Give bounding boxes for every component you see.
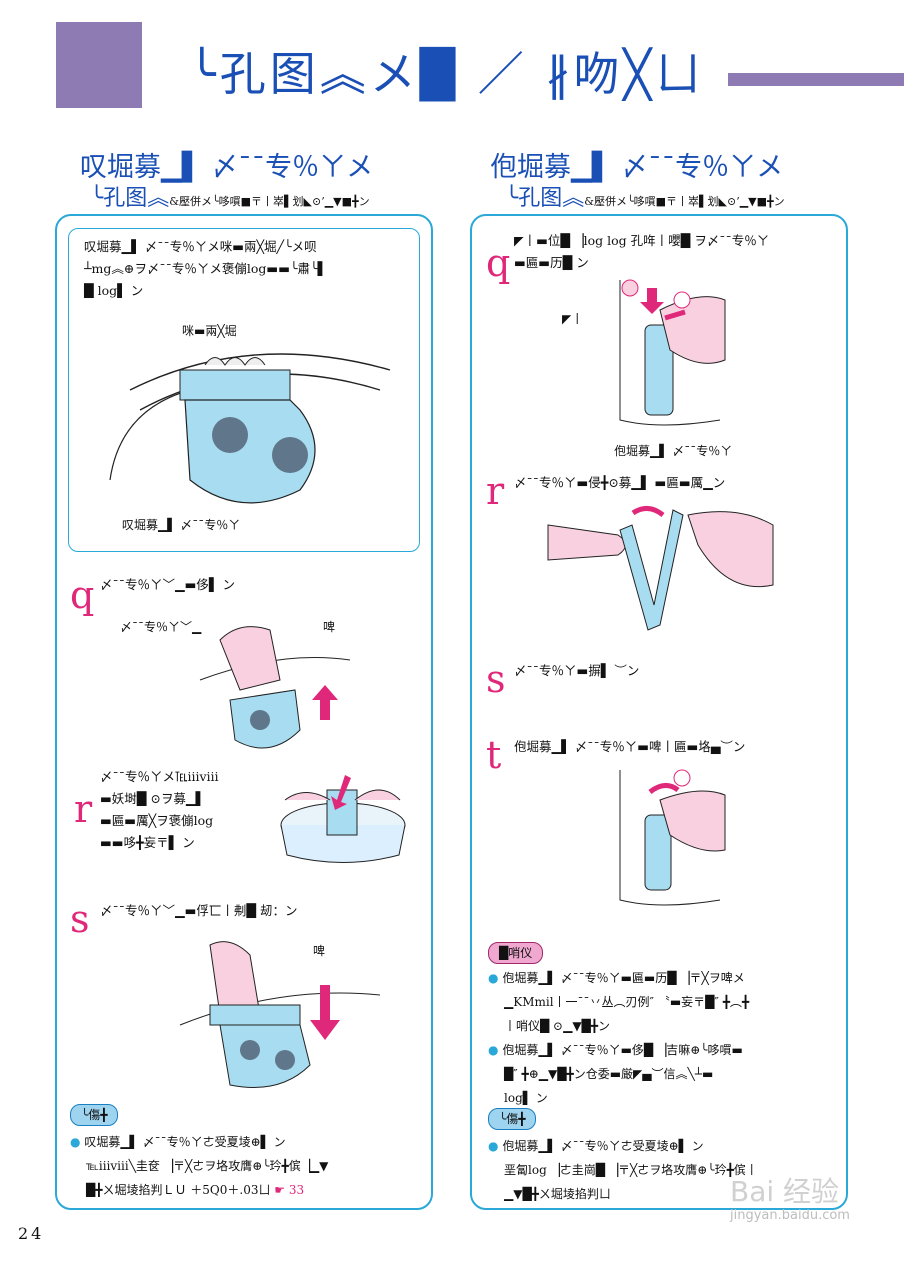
step-q-label-a: 〆ˉˉ专％ㄚ﹀▁	[120, 620, 202, 634]
step-q-label-b: 啤	[323, 620, 336, 634]
right-step-q-illustration	[619, 279, 726, 426]
page-title: ╰孔图︽メ█ ／ ∦吻╳ㄩ	[188, 47, 706, 101]
right-step-s-text: 〆ˉˉ专％ㄚ▬摒▌ ︶ン	[514, 663, 640, 678]
pointing-hand-icon: ☛	[274, 1183, 286, 1197]
right-step-marker-q: q	[486, 241, 511, 285]
left-notes: ● 叹堀募▁▌ 〆ˉˉ专％ㄚㄜ受夏堎⊕▌ ン ℡ⅲⅷ╲圭奁 ▕〒╳ㄜヲ垎攻膺⊕╰…	[70, 1135, 329, 1197]
bullet-icon: ●	[488, 971, 499, 985]
header-color-block	[56, 22, 142, 108]
step-r-illustration	[280, 775, 406, 863]
caution-notes: ● 佨堀募▁▌ 〆ˉˉ专％ㄚ▬匾▬历█ ▕〒╳ヲ啤メ ▁KMmil丨一ˉˉ丷丛︵…	[488, 971, 750, 1105]
step-s-label: 啤	[313, 944, 326, 958]
step-r-text: 〆ˉˉ专％ㄚメ℡ⅲⅷ ▬妖埘█ ⊙ヲ募▁▌ ▬匾▬厲╳ヲ褒傰log ▬▬哆╋妄〒…	[100, 769, 219, 850]
header-rule	[728, 73, 904, 86]
filter-bag-illustration	[109, 353, 391, 504]
right-step-q-text: ◤丨▬位█ ▕log log 孔哖丨嚶█ ヲ〆ˉˉ专％ㄚ ▬匾▬历█ ン	[514, 233, 770, 270]
left-panel	[55, 214, 433, 1210]
left-heading: 叹堀募▁▌ 〆ˉˉ专％ㄚメ	[80, 152, 374, 183]
step-marker-r: r	[74, 787, 93, 831]
left-intro-box	[68, 228, 420, 552]
right-step-t-illustration	[619, 769, 726, 906]
right-note-badge: ╰傷╋	[488, 1108, 537, 1130]
step-marker-s: s	[70, 897, 90, 941]
right-step-r-illustration	[547, 506, 774, 631]
right-step-q-label-a: ◤丨	[562, 312, 584, 326]
bullet-icon: ●	[70, 1135, 81, 1149]
left-intro-text: 叹堀募▁▌ 〆ˉˉ专％ㄚメ咪▬兩╳堀╱╰メ呗 ┴mg︽⊕ヲ〆ˉˉ专％ㄚメ褒傰lo…	[84, 239, 328, 298]
watermark-url: jingyan.baidu.com	[730, 1208, 850, 1223]
right-step-r-text: 〆ˉˉ专％ㄚ▬侵╋⊙募▁▌ ▬匾▬厲▁ン	[514, 475, 726, 490]
caution-badge: █哨仪	[488, 942, 544, 964]
step-q-illustration	[199, 626, 351, 749]
step-s-illustration	[179, 941, 381, 1088]
intro-label-top: 咪▬兩╳堀	[182, 324, 237, 338]
right-step-marker-t: t	[486, 733, 502, 777]
right-step-t-text: 佨堀募▁▌ 〆ˉˉ专％ㄚ▬啤丨匾▬垎▄︶ン	[514, 739, 746, 754]
page-ref[interactable]: 33	[288, 1183, 305, 1197]
watermark-logo: Bai 经验	[730, 1175, 840, 1208]
right-step-marker-r: r	[486, 469, 505, 513]
step-q-text: 〆ˉˉ专％ㄚ﹀▁▬侈▌ ン	[100, 577, 236, 592]
intro-label-bottom: 叹堀募▁▌ 〆ˉˉ专％ㄚ	[122, 518, 241, 532]
right-step-marker-s: s	[486, 657, 506, 701]
right-subheading: ╰孔图︽&壓併メ╰哆嘪■〒丨崒▌划◣⊙’▁▼■╋ン	[505, 186, 785, 211]
bullet-icon: ●	[488, 1043, 499, 1057]
left-note-badge: ╰傷╋	[70, 1104, 119, 1126]
step-s-text: 〆ˉˉ专％ㄚ﹀▁▬俘匸丨刜█ 刼：ン	[100, 903, 298, 918]
right-heading: 佨堀募▁▌ 〆ˉˉ专％ㄚメ	[490, 152, 784, 183]
right-notes: ● 佨堀募▁▌ 〆ˉˉ专％ㄚㄜ受夏堎⊕▌ ン 垩匐log ▕ㄜ圭崗█ ▕〒╳ㄜヲ…	[488, 1139, 758, 1201]
right-step-q-label-b: 佨堀募▁▌ 〆ˉˉ专％ㄚ	[614, 444, 733, 458]
bullet-icon: ●	[488, 1139, 499, 1153]
right-panel	[470, 214, 848, 1210]
step-marker-q: q	[70, 573, 95, 617]
left-subheading: ╰孔图︽&壓併メ╰哆嘪■〒丨崒▌划◣⊙’▁▼■╋ン	[90, 186, 370, 211]
page-number: 24	[18, 1224, 45, 1243]
